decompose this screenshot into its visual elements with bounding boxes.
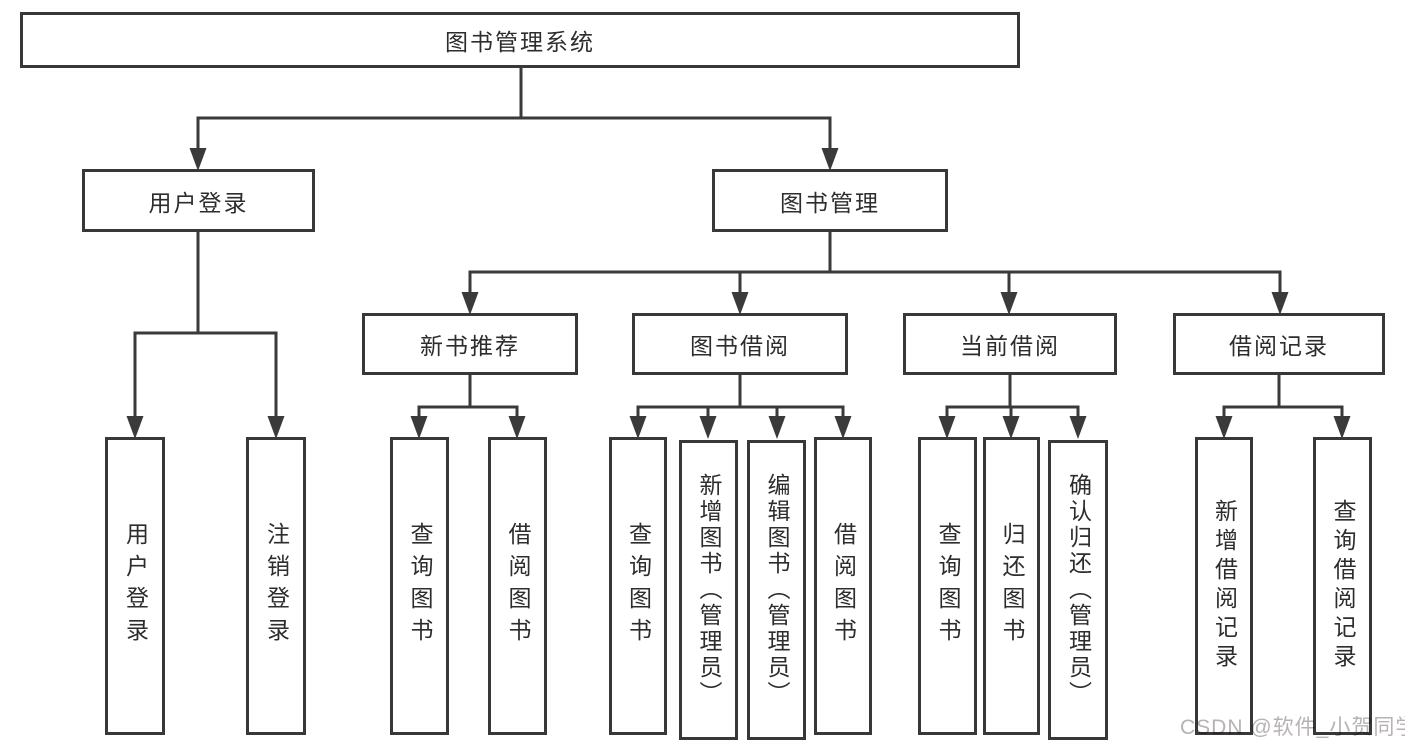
node-current-borrow: 当前借阅 (903, 313, 1117, 375)
leaf-nb-query-books: 查询图书 (390, 437, 449, 735)
leaf-bb-query-books: 查询图书 (609, 437, 667, 735)
leaf-bb-edit-books-admin-label: 编辑图书（管理员） (764, 473, 790, 707)
leaf-bb-query-books-label: 查询图书 (625, 522, 652, 650)
leaf-br-query-record-label: 查询借阅记录 (1330, 499, 1356, 673)
leaf-cb-return-books-label: 归还图书 (999, 522, 1025, 650)
leaf-nb-borrow-books: 借阅图书 (488, 437, 547, 735)
leaf-nb-query-books-label: 查询图书 (407, 522, 433, 650)
leaf-br-query-record: 查询借阅记录 (1313, 437, 1372, 735)
leaf-user-login: 用户登录 (105, 437, 165, 735)
leaf-cb-return-books: 归还图书 (983, 437, 1040, 735)
node-book-borrow-label: 图书借阅 (690, 333, 790, 359)
leaf-cb-query-books: 查询图书 (918, 437, 977, 735)
node-borrow-records: 借阅记录 (1173, 313, 1385, 375)
leaf-cb-query-books-label: 查询图书 (935, 522, 961, 650)
leaf-br-add-record: 新增借阅记录 (1195, 437, 1253, 735)
node-borrow-records-label: 借阅记录 (1229, 333, 1329, 359)
node-book-management-label: 图书管理 (780, 189, 880, 216)
node-library-management-system: 图书管理系统 (20, 12, 1020, 68)
leaf-user-login-label: 用户登录 (122, 522, 149, 650)
node-library-management-system-label: 图书管理系统 (445, 29, 595, 55)
leaf-br-add-record-label: 新增借阅记录 (1211, 499, 1238, 673)
node-current-borrow-label: 当前借阅 (960, 333, 1060, 359)
leaf-cb-confirm-return-admin: 确认归还（管理员） (1048, 440, 1108, 740)
leaf-logout: 注销登录 (246, 437, 306, 735)
node-book-borrow: 图书借阅 (632, 313, 848, 375)
node-new-book-recommend-label: 新书推荐 (420, 333, 520, 359)
leaf-nb-borrow-books-label: 借阅图书 (505, 522, 531, 650)
node-user-login: 用户登录 (82, 169, 315, 232)
leaf-bb-add-books-admin: 新增图书（管理员） (679, 440, 738, 740)
node-new-book-recommend: 新书推荐 (362, 313, 578, 375)
leaf-cb-confirm-return-admin-label: 确认归还（管理员） (1065, 473, 1092, 707)
leaf-logout-label: 注销登录 (263, 522, 290, 650)
csdn-watermark: CSDN @软件_小贺同学 (1180, 716, 1405, 739)
node-book-management: 图书管理 (712, 169, 948, 232)
node-user-login-label: 用户登录 (148, 189, 249, 216)
leaf-bb-borrow-books-label: 借阅图书 (830, 522, 857, 650)
leaf-bb-edit-books-admin: 编辑图书（管理员） (747, 440, 806, 740)
leaf-bb-add-books-admin-label: 新增图书（管理员） (696, 473, 722, 707)
leaf-bb-borrow-books: 借阅图书 (814, 437, 872, 735)
